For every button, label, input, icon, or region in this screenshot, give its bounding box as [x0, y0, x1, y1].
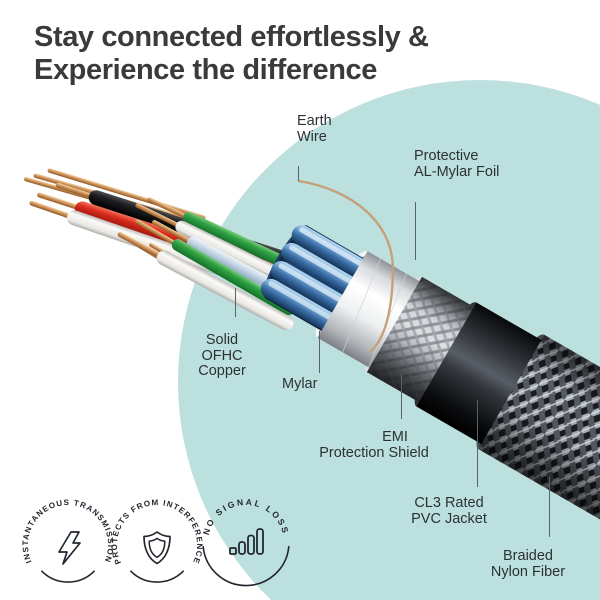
- earth-wire-strand: [297, 179, 395, 354]
- callout-line: EMI: [382, 429, 408, 445]
- leader-line-cl3: [477, 400, 479, 487]
- badge-shield: PROTECTS FROM INTERFERENCE: [110, 498, 203, 583]
- leader-line-emi: [401, 374, 403, 419]
- white-wire-2: [135, 203, 300, 289]
- callout-cl3-pvc-jacket: CL3 Rated PVC Jacket: [389, 495, 509, 527]
- cable-layers-group: [260, 225, 600, 580]
- callout-line: CL3 Rated: [414, 495, 484, 511]
- callout-line: Earth: [297, 113, 332, 129]
- callout-line: Solid: [205, 332, 239, 348]
- callout-emi-protection-shield: EMI Protection Shield: [292, 429, 456, 461]
- nylon-braid-section: [478, 334, 600, 580]
- badge-bottom-arc: [130, 570, 184, 583]
- pvc-jacket-section: [416, 302, 559, 454]
- leader-line-earth-wire: [298, 166, 300, 181]
- callout-line: Mylar: [282, 376, 318, 392]
- title-line-2: Experience the difference: [34, 54, 377, 86]
- badge-signal-bars: NO SIGNAL LOSS: [201, 497, 291, 587]
- leader-line-al-mylar: [415, 202, 417, 260]
- callout-line: Protection Shield: [319, 444, 429, 461]
- leader-line-braided: [549, 477, 551, 537]
- badge-bottom-arc: [202, 545, 290, 587]
- green-wire-1: [147, 197, 302, 274]
- callout-ofhc-copper: Solid OFHC Copper: [162, 332, 282, 380]
- badge-label: NO SIGNAL LOSS: [201, 497, 291, 536]
- callout-line: AL-Mylar Foil: [414, 163, 500, 180]
- callout-line: Copper: [198, 363, 246, 379]
- callout-line: OFHC: [201, 347, 243, 364]
- callout-line: Nylon Fiber: [490, 563, 566, 580]
- title-line-1: Stay connected effortlessly &: [34, 21, 429, 53]
- callout-braided-nylon-fiber: Braided Nylon Fiber: [462, 548, 594, 580]
- badge-label: INSTANTANEOUS TRANSMISSION: [21, 498, 115, 565]
- page-title: Stay connected effortlessly & Experience…: [34, 21, 429, 87]
- callout-earth-wire: Earth Wire: [297, 113, 332, 145]
- callout-al-mylar-foil: Protective AL-Mylar Foil: [414, 148, 500, 180]
- callout-mylar: Mylar: [282, 376, 318, 393]
- signal-bars-icon: [229, 528, 264, 555]
- callout-line: Wire: [297, 128, 327, 145]
- white-wire-3: [117, 232, 294, 331]
- leader-line-ofhc-copper: [235, 288, 237, 317]
- lightning-icon: [58, 531, 81, 565]
- callout-line: PVC Jacket: [411, 510, 487, 527]
- shield-icon: [143, 531, 171, 565]
- badge-bottom-arc: [41, 570, 95, 583]
- emi-braid-section: [366, 276, 487, 410]
- leader-line-mylar: [319, 331, 321, 373]
- callout-line: Protective: [414, 148, 479, 164]
- callout-line: Braided: [503, 548, 553, 564]
- badge-lightning: INSTANTANEOUS TRANSMISSION: [21, 498, 115, 583]
